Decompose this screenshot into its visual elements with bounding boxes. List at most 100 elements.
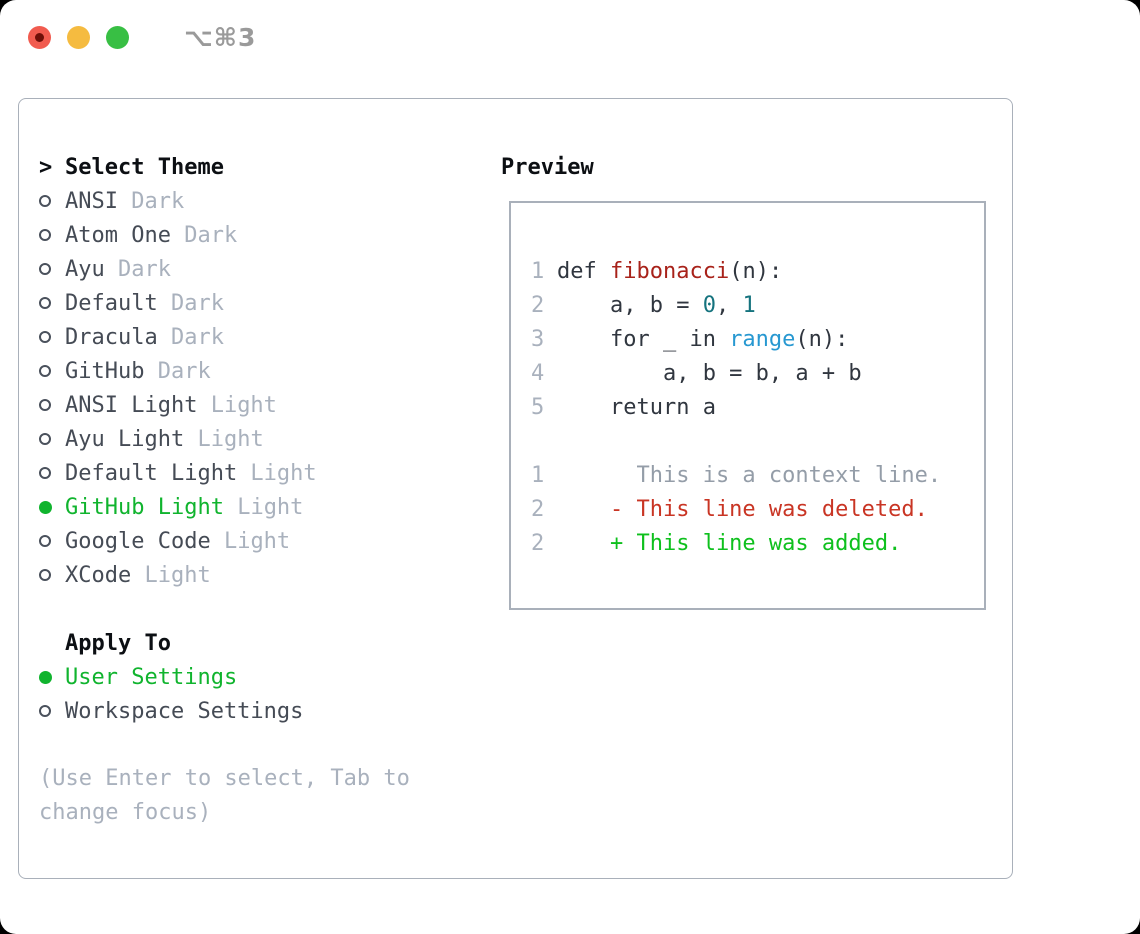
line-number: 4: [531, 360, 545, 386]
blank-line: [531, 424, 984, 458]
theme-name: Default: [65, 290, 158, 316]
theme-name: Ayu: [65, 256, 105, 282]
theme-option-ayu[interactable]: Ayu Dark: [39, 252, 459, 286]
radio-icon: [39, 365, 51, 377]
theme-option-ansi-light[interactable]: ANSI Light Light: [39, 388, 459, 422]
theme-name: Ayu Light: [65, 426, 185, 452]
theme-name: Atom One: [65, 222, 171, 248]
radio-icon: [39, 331, 51, 343]
radio-icon: [39, 535, 51, 547]
radio-icon: [39, 263, 51, 275]
code-content: a, b = b, a + b: [557, 360, 862, 386]
theme-name: GitHub Light: [65, 494, 224, 520]
theme-name: GitHub: [65, 358, 145, 384]
apply-option-label: User Settings: [65, 664, 238, 690]
line-number: 1: [531, 462, 545, 488]
apply-option-user-settings[interactable]: User Settings: [39, 660, 459, 694]
theme-name: XCode: [65, 562, 132, 588]
radio-icon: [39, 195, 51, 207]
code-content: return a: [557, 394, 716, 420]
apply-to-title: Apply To: [65, 630, 171, 656]
theme-variant: Dark: [144, 358, 211, 384]
theme-variant: Dark: [170, 222, 238, 248]
code-line: 1 This is a context line.: [531, 458, 984, 492]
theme-variant: Dark: [104, 256, 171, 282]
line-number: 2: [531, 292, 545, 318]
theme-variant: Dark: [157, 290, 224, 316]
code-content: This is a context line.: [557, 462, 942, 488]
line-number: 2: [531, 530, 545, 556]
theme-option-ansi[interactable]: ANSI Dark: [39, 184, 459, 218]
theme-variant: Light: [184, 426, 264, 452]
code-content: - This line was deleted.: [557, 496, 928, 522]
radio-icon: [39, 433, 51, 445]
apply-option-workspace-settings[interactable]: Workspace Settings: [39, 694, 459, 728]
code-content: + This line was added.: [557, 530, 902, 556]
hint-text: (Use Enter to select, Tab to change focu…: [39, 766, 410, 825]
theme-option-google-code[interactable]: Google Code Light: [39, 524, 459, 558]
theme-variant: Dark: [157, 324, 224, 350]
line-number: 3: [531, 326, 545, 352]
theme-option-ayu-light[interactable]: Ayu Light Light: [39, 422, 459, 456]
theme-name: Default Light: [65, 460, 238, 486]
code-line: 1 def fibonacci(n):: [531, 254, 984, 288]
theme-option-atom-one[interactable]: Atom One Dark: [39, 218, 459, 252]
code-content: a, b = 0, 1: [557, 292, 756, 318]
theme-variant: Light: [131, 562, 211, 588]
preview-title: Preview: [501, 154, 594, 180]
theme-name: ANSI Light: [65, 392, 198, 418]
select-theme-title: Select Theme: [65, 154, 224, 180]
theme-option-github-light[interactable]: GitHub Light Light: [39, 490, 459, 524]
radio-icon: [39, 569, 51, 581]
apply-option-label: Workspace Settings: [65, 698, 304, 724]
code-content: def fibonacci(n):: [557, 258, 783, 284]
theme-option-default-light[interactable]: Default Light Light: [39, 456, 459, 490]
theme-name: ANSI: [65, 188, 118, 214]
code-content: for _ in range(n):: [557, 326, 849, 352]
close-dot-icon: [35, 32, 44, 42]
code-line: 5 return a: [531, 390, 984, 424]
code-line: 4 a, b = b, a + b: [531, 356, 984, 390]
radio-icon: [39, 705, 51, 717]
radio-icon: [39, 467, 51, 479]
line-number: 2: [531, 496, 545, 522]
zoom-button[interactable]: [106, 25, 129, 49]
theme-variant: Dark: [117, 188, 185, 214]
radio-icon: [39, 399, 51, 411]
radio-selected-icon: [39, 500, 52, 514]
select-theme-header: > Select Theme: [39, 150, 459, 184]
theme-variant: Light: [210, 528, 291, 554]
theme-option-xcode[interactable]: XCode Light: [39, 558, 459, 592]
code-line: 3 for _ in range(n):: [531, 322, 984, 356]
close-button[interactable]: [28, 25, 51, 49]
line-number: 5: [531, 394, 545, 420]
theme-option-dracula[interactable]: Dracula Dark: [39, 320, 459, 354]
theme-variant: Light: [237, 460, 317, 486]
code-line: 2 a, b = 0, 1: [531, 288, 984, 322]
radio-icon: [39, 297, 51, 309]
theme-option-default[interactable]: Default Dark: [39, 286, 459, 320]
line-number: 1: [531, 258, 545, 284]
theme-name: Google Code: [65, 528, 211, 554]
cursor-arrow-icon: >: [39, 154, 53, 180]
apply-to-header: Apply To: [65, 626, 459, 660]
theme-option-github[interactable]: GitHub Dark: [39, 354, 459, 388]
window-title: ⌥⌘3: [184, 22, 257, 52]
spacer: [39, 728, 459, 762]
code-line: 2 - This line was deleted.: [531, 492, 984, 526]
minimize-button[interactable]: [67, 25, 90, 49]
radio-icon: [39, 229, 51, 241]
theme-name: Dracula: [65, 324, 158, 350]
titlebar: ⌥⌘3: [0, 0, 1140, 74]
radio-selected-icon: [39, 670, 52, 684]
code-line: 2 + This line was added.: [531, 526, 984, 560]
theme-variant: Light: [197, 392, 277, 418]
